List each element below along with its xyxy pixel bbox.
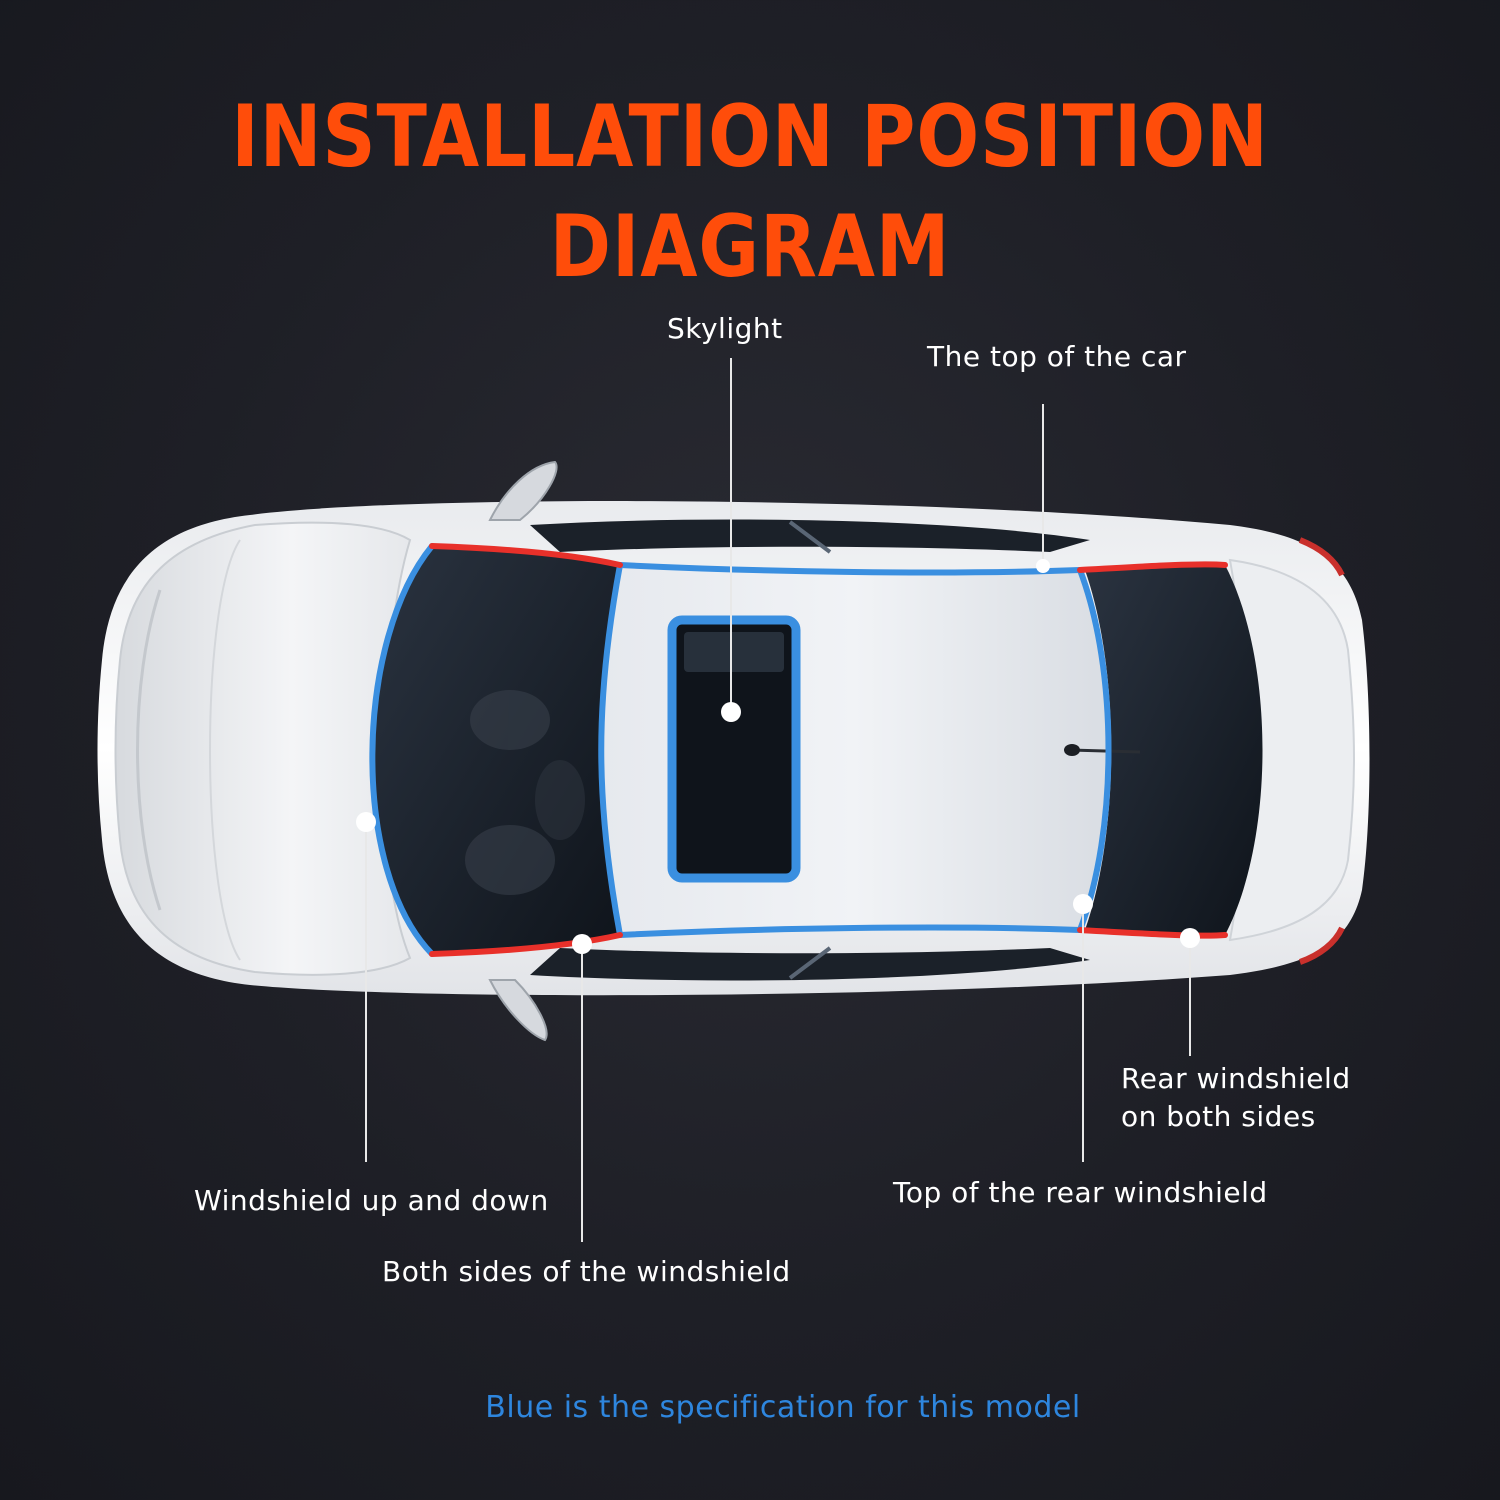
interior [465,690,585,895]
page-title: INSTALLATION POSITION DIAGRAM [231,87,1269,297]
leader-lines [365,358,1191,1242]
antenna [1064,744,1141,756]
rear-windshield-top-marker [1073,894,1093,914]
rear-windshield [1085,563,1263,937]
front-windshield [373,545,618,955]
skylight-window [667,615,801,883]
label-rear-windshield-sides-line1: Rear windshield [1121,1062,1351,1095]
label-top-of-car: The top of the car [927,340,1187,373]
label-both-sides-windshield: Both sides of the windshield [382,1255,791,1288]
windshield-up-down-marker [356,812,376,832]
red-seal [429,543,1228,957]
marker-dots [356,559,1200,954]
windshield-sides-marker [572,934,592,954]
label-windshield-up-down: Windshield up and down [194,1184,549,1217]
label-rear-windshield-sides-line2: on both sides [1121,1100,1316,1133]
skylight-marker [721,702,741,722]
blue-seal [369,543,1112,957]
side-mirrors [488,460,558,1042]
rear-windshield-sides-marker [1180,928,1200,948]
car-top-marker [1036,559,1050,573]
side-windows [530,519,1090,981]
label-top-rear-windshield: Top of the rear windshield [893,1176,1268,1209]
label-skylight: Skylight [667,312,783,345]
specification-note: Blue is the specification for this model [485,1390,1081,1425]
